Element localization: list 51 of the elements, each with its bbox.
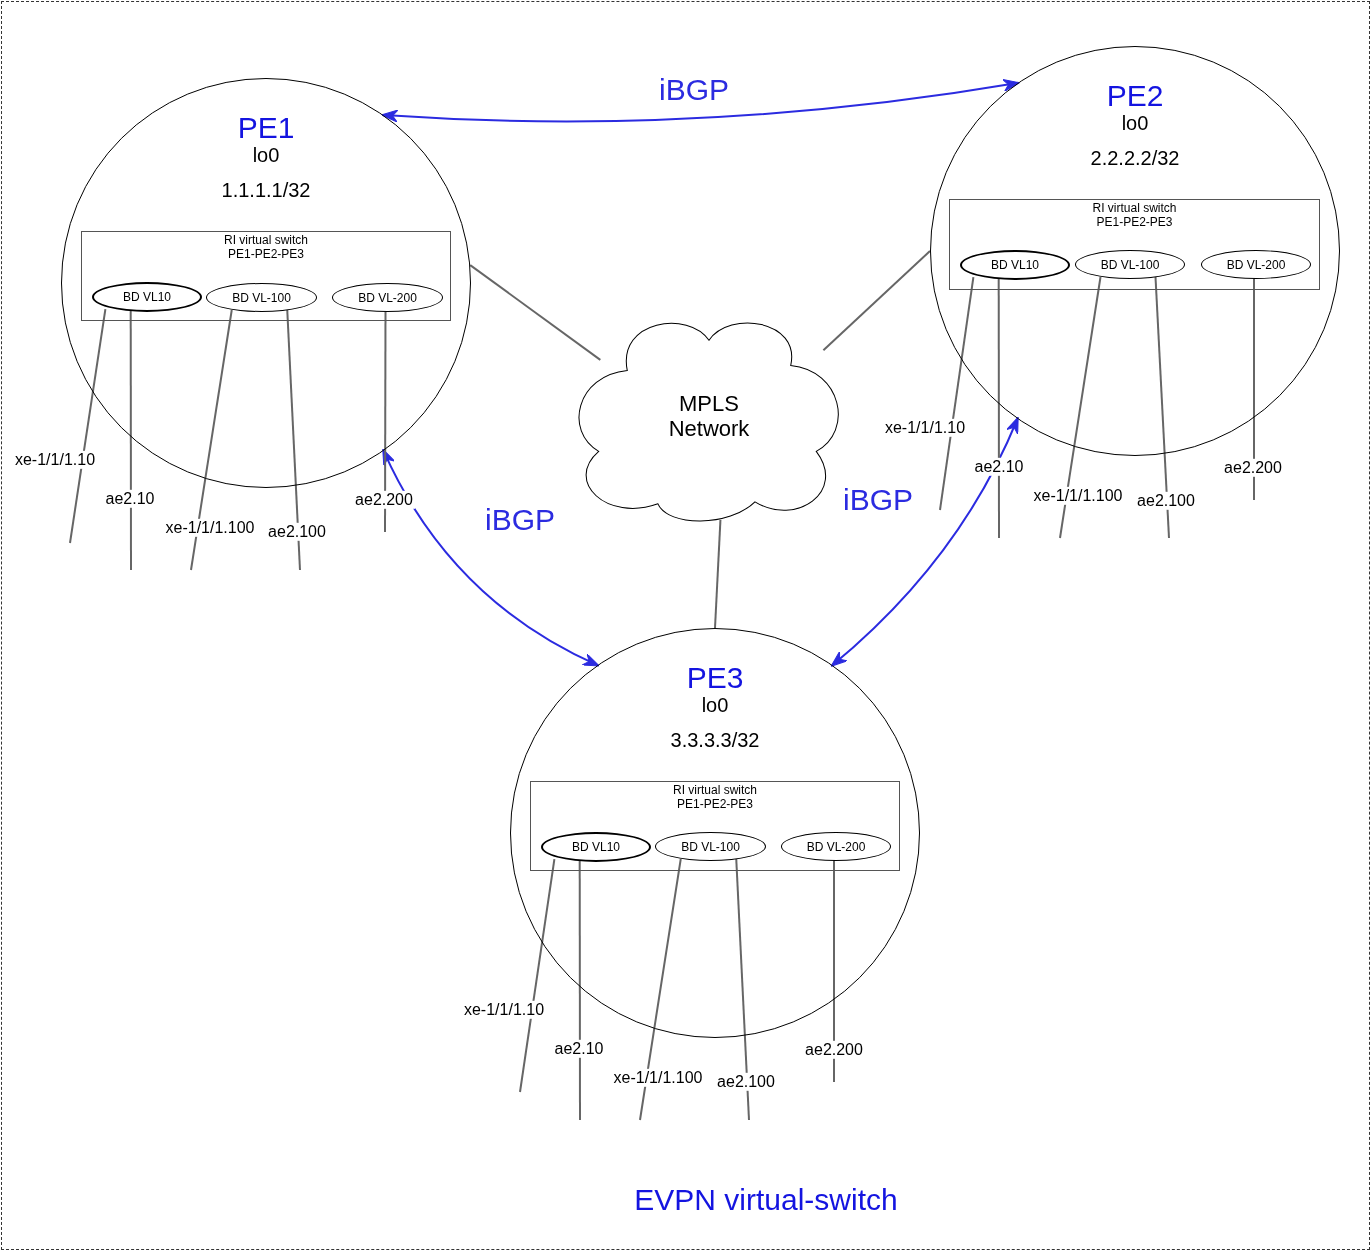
interface-label: ae2.200: [1222, 458, 1284, 478]
interface-label: ae2.100: [1135, 491, 1197, 511]
bridge-domain-ellipse: BD VL-100: [1075, 250, 1185, 279]
interface-label: xe-1/1/1.100: [611, 1068, 705, 1088]
interface-label: ae2.200: [353, 490, 415, 510]
ip-address: 2.2.2.2/32: [1090, 147, 1180, 170]
router-name: PE2: [1106, 79, 1164, 114]
ip-address: 3.3.3.3/32: [670, 729, 760, 752]
interface-label: ae2.10: [552, 1039, 606, 1059]
instance-label: RI virtual switch PE1-PE2-PE3: [672, 784, 758, 812]
arrow: [830, 416, 1019, 667]
arrow: [382, 448, 600, 667]
interface-name: lo0: [252, 144, 280, 167]
router-name: PE1: [237, 111, 295, 146]
interface-label: ae2.200: [803, 1040, 865, 1060]
interface-label: ae2.100: [715, 1072, 777, 1092]
interface-label: xe-1/1/1.10: [12, 450, 98, 470]
router-name: PE3: [686, 661, 744, 696]
instance-label: RI virtual switch PE1-PE2-PE3: [223, 234, 309, 262]
connector-line: [1059, 276, 1102, 539]
routing-instance-box: [81, 231, 451, 321]
bridge-domain-ellipse: BD VL10: [960, 250, 1070, 280]
caption: EVPN virtual-switch: [634, 1182, 898, 1218]
bridge-domain-ellipse: BD VL-100: [206, 283, 317, 312]
interface-label: ae2.100: [266, 522, 328, 542]
routing-instance-box: [530, 781, 900, 871]
interface-label: xe-1/1/1.100: [163, 518, 257, 538]
connector-line: [714, 518, 722, 629]
instance-label: RI virtual switch PE1-PE2-PE3: [1091, 202, 1178, 230]
ip-address: 1.1.1.1/32: [221, 179, 311, 202]
connector-line: [578, 859, 581, 1121]
interface-name: lo0: [701, 694, 729, 717]
interface-label: xe-1/1/1.10: [882, 418, 968, 438]
bridge-domain-ellipse: BD VL-200: [332, 283, 443, 312]
bridge-domain-ellipse: BD VL-200: [1201, 250, 1311, 279]
interface-name: lo0: [1121, 112, 1149, 135]
routing-instance-box: [949, 199, 1320, 290]
connector-line: [469, 264, 602, 361]
interface-label: ae2.10: [972, 457, 1026, 477]
bridge-domain-ellipse: BD VL-100: [655, 832, 766, 861]
arrow: [381, 78, 1020, 123]
bridge-domain-ellipse: BD VL10: [541, 832, 651, 862]
bridge-domain-ellipse: BD VL-200: [781, 832, 891, 861]
connector-line: [997, 277, 1000, 539]
interface-label: xe-1/1/1.100: [1031, 486, 1125, 506]
bridge-domain-ellipse: BD VL10: [92, 282, 202, 312]
interface-label: ae2.10: [103, 489, 157, 509]
connector-line: [129, 309, 132, 571]
interface-label: xe-1/1/1.10: [461, 1000, 547, 1020]
connector-line: [822, 250, 931, 352]
cloud-label: MPLS Network: [667, 390, 751, 442]
